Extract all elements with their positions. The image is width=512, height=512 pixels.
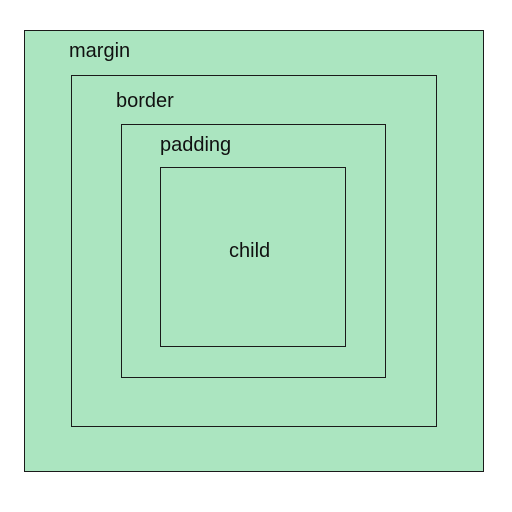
padding-label: padding [160,134,232,156]
margin-box [24,30,484,472]
margin-label: margin [69,40,131,62]
border-label: border [116,90,174,112]
border-box [71,75,437,427]
child-label: child [229,240,271,262]
child-box [160,167,346,347]
padding-box [121,124,386,378]
